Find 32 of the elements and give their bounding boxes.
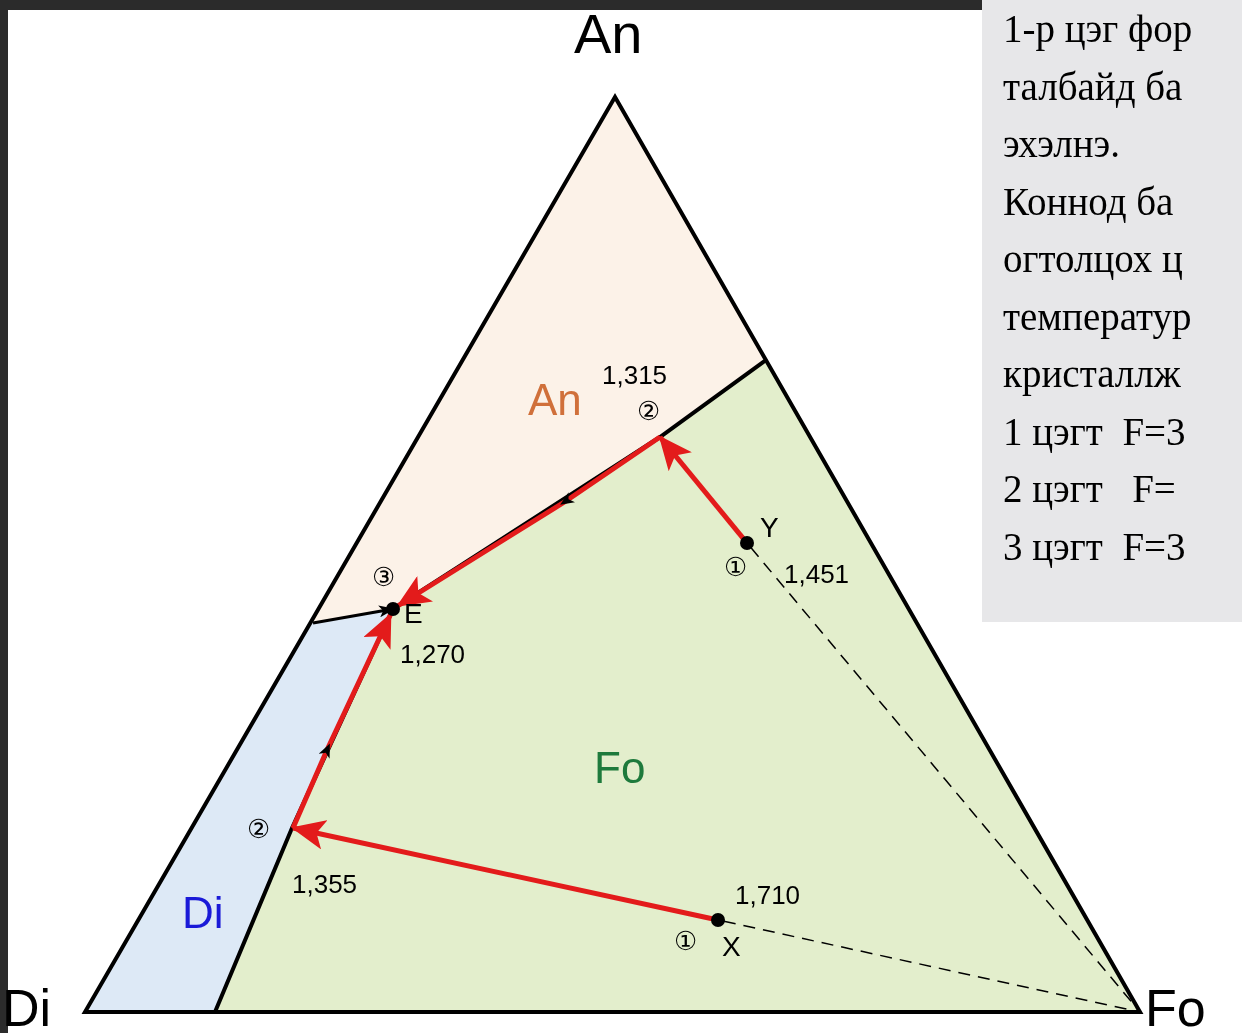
point-letter: Y	[760, 514, 779, 542]
temperature-label: 1,451	[784, 561, 850, 587]
point-letter: X	[722, 933, 741, 961]
field-label: Fo	[594, 746, 646, 790]
panel-text-line: талбайд ба	[1003, 63, 1183, 110]
panel-text-line: 1 цэгт F=3	[1003, 408, 1186, 455]
arrow	[396, 434, 662, 608]
field-label: An	[528, 378, 582, 422]
panel-text-line: эхэлнэ.	[1003, 121, 1121, 167]
step-number: ③	[372, 564, 396, 590]
step-number: ②	[247, 816, 271, 842]
component-name: An	[574, 6, 643, 62]
temperature-label: 1,315	[602, 362, 668, 388]
temperature-label: 1,270	[400, 641, 466, 667]
step-number: ②	[637, 398, 661, 424]
panel-text-line: 1-р цэг фор	[1003, 6, 1193, 53]
temperature-label: 1,710	[735, 882, 801, 908]
field-label: Di	[182, 891, 224, 935]
component-name: Fo	[1145, 982, 1206, 1033]
arrow	[658, 435, 746, 540]
point-letter: E	[404, 600, 423, 628]
arrow	[290, 613, 393, 829]
step-number: ①	[674, 928, 698, 954]
panel-text-line: кристаллж	[1003, 351, 1181, 398]
panel-text-line: 3 цэгт F=3	[1003, 523, 1186, 570]
step-number: ①	[724, 554, 748, 580]
panel-text-line: Коннод ба	[1003, 178, 1174, 225]
panel-text-line: 2 цэгт F=	[1003, 466, 1176, 512]
arrow	[291, 820, 713, 922]
panel-text-line: огтолцох ц	[1003, 236, 1183, 282]
panel-text-line: температур	[1003, 293, 1192, 341]
temperature-label: 1,355	[292, 871, 358, 897]
